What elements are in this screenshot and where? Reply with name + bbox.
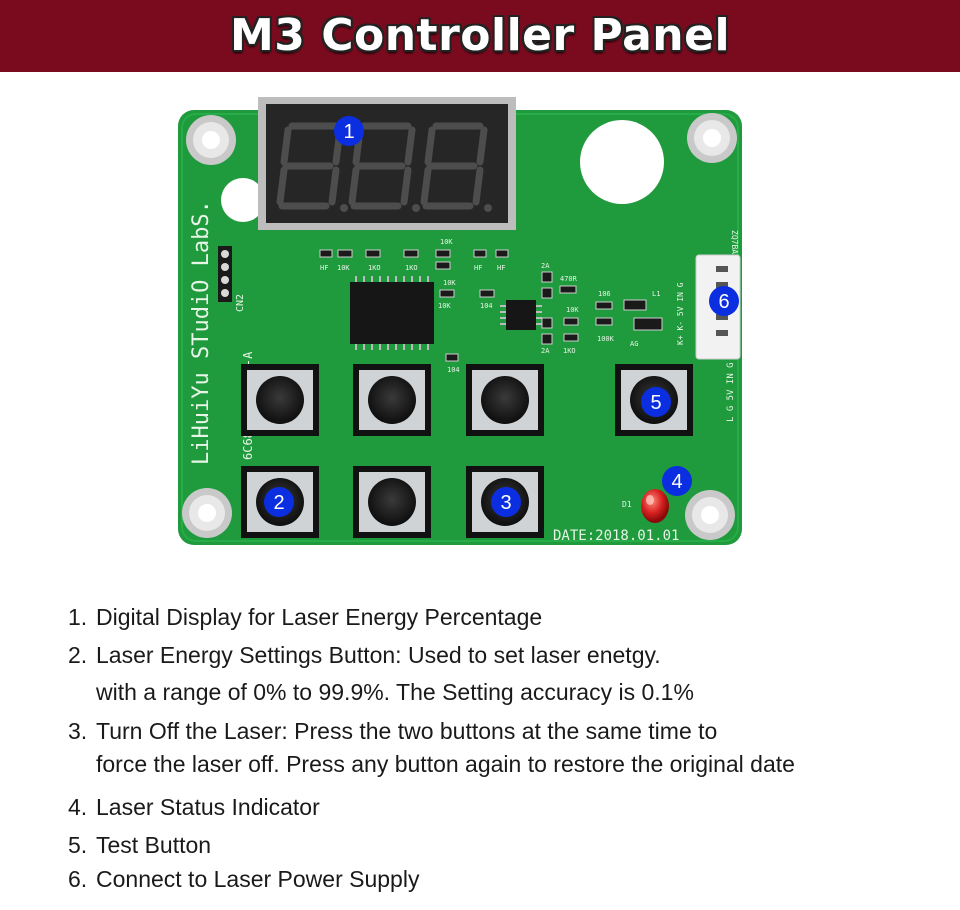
note-6: 6. Connect to Laser Power Supply [68,866,419,893]
label-104-2: 104 [447,366,460,374]
label-470r: 470R [560,275,578,283]
label-ag: AG [630,340,638,348]
note-number: 4. [68,794,88,820]
label-10k-1: 10K [337,264,350,272]
callout-6: 6 [709,286,739,316]
note-text-continued: force the laser off. Press any button ag… [96,751,795,777]
svg-text:5: 5 [650,392,661,414]
callout-2: 2 [264,487,294,517]
mounting-hole-bottom-right [685,490,735,540]
label-100k: 100K [597,335,615,343]
board-cutout-right [580,120,664,204]
note-text: Laser Energy Settings Button: Used to se… [96,642,661,668]
note-number: 1. [68,604,88,630]
note-4: 4. Laser Status Indicator [68,794,320,821]
note-number: 5. [68,832,88,858]
note-number: 6. [68,866,88,892]
main-ic-chip [350,276,434,350]
svg-text:1: 1 [343,121,354,143]
pin-labels-top: K+ K- 5V IN G [676,282,685,345]
callout-1: 1 [334,116,364,146]
label-l1: L1 [652,290,660,298]
svg-text:4: 4 [671,471,682,493]
label-104-1: 104 [480,302,493,310]
label-10k-3: 10K [443,279,456,287]
svg-text:2: 2 [273,492,284,514]
note-1: 1. Digital Display for Laser Energy Perce… [68,604,542,631]
tactile-button-bottom-2[interactable] [353,466,431,538]
label-hf-2: HF [474,264,482,272]
cn2-pin-header [218,246,232,302]
callout-3: 3 [491,487,521,517]
tactile-button-top-2[interactable] [353,364,431,436]
note-text: Connect to Laser Power Supply [96,866,420,892]
label-106: 106 [598,290,611,298]
label-hf-1: HF [320,264,328,272]
mounting-hole-top-left [186,115,236,165]
label-10k-4: 10K [438,302,451,310]
component-labels: HF 10K 1KO 1KO 10K HF HF 10K 10K 104 2A … [320,238,660,374]
note-5: 5. Test Button [68,832,211,859]
secondary-ic-chip [500,300,542,330]
note-number: 2. [68,642,88,668]
note-2: 2. Laser Energy Settings Button: Used to … [68,642,694,706]
date-mark: DATE:2018.01.01 [553,528,679,544]
tactile-button-top-3[interactable] [466,364,544,436]
title-banner [0,0,960,72]
seven-segment-display [258,97,516,230]
note-3: 3. Turn Off the Laser: Press the two butt… [68,718,795,778]
svg-text:3: 3 [500,492,511,514]
label-2a-1: 2A [541,262,550,270]
note-text: Laser Status Indicator [96,794,320,820]
laser-status-led [641,489,669,523]
label-10k-5: 10K [566,306,579,314]
tactile-button-top-1[interactable] [241,364,319,436]
controller-board-photo: LiHuiYu STudiO LabS. 6C6879-LEDPAD-A CN2… [178,97,742,545]
svg-text:6: 6 [718,291,729,313]
note-text: Digital Display for Laser Energy Percent… [96,604,543,630]
note-text-continued: with a range of 0% to 99.9%. The Setting… [96,679,694,705]
page-title: M3 Controller Panel [229,10,731,61]
note-number: 3. [68,718,88,744]
brand-silkscreen: LiHuiYu STudiO LabS. [189,200,214,465]
smd-components [319,249,663,362]
label-hf-3: HF [497,264,505,272]
pin-labels-bottom: L G 5V IN G [726,362,736,422]
mounting-hole-top-right [687,113,737,163]
label-1ko-2: 1KO [405,264,418,272]
board-cutout-left [221,178,265,222]
energy-settings-button[interactable] [241,466,319,538]
callout-5: 5 [641,387,671,417]
note-text: Turn Off the Laser: Press the two button… [96,718,718,744]
label-1ko-3: 1KO [563,347,576,355]
callout-4: 4 [662,466,692,496]
label-10k-2: 10K [440,238,453,246]
note-text: Test Button [96,832,212,858]
led-d1-label: D1 [622,500,632,509]
label-1ko-1: 1KO [368,264,381,272]
mounting-hole-bottom-left [182,488,232,538]
connector-cn2-label: CN2 [235,294,246,312]
label-2a-2: 2A [541,347,550,355]
